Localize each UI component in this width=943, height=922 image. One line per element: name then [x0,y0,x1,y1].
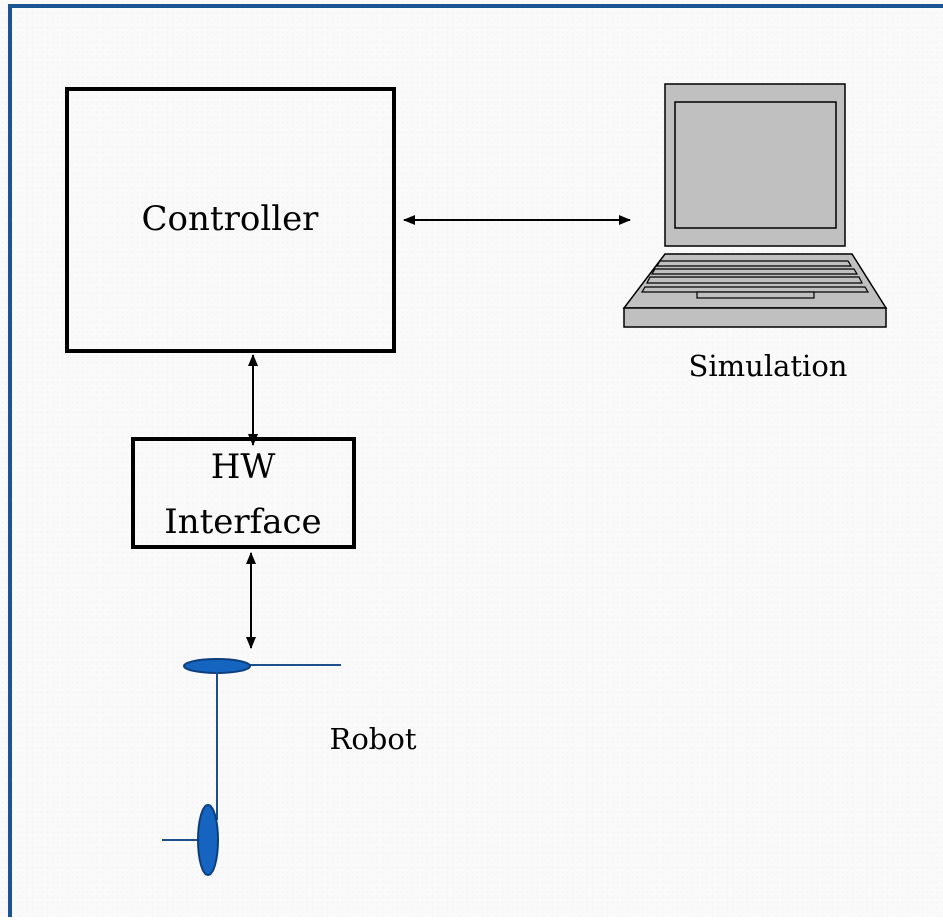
laptop-key-row [640,286,870,293]
robot-top-joint [183,658,251,674]
controller-label: Controller [142,199,320,239]
hw-interface-node: HW Interface [131,437,356,549]
slide-frame [8,4,943,922]
robot-figure: Robot [162,658,417,876]
hw-interface-box [131,437,356,549]
controller-node: Controller [65,87,396,353]
controller-box [65,87,396,353]
simulation-label: Simulation [689,349,848,383]
laptop-screen [674,101,837,229]
laptop-touchpad [696,291,815,299]
hw-interface-label-line2: Interface [164,502,321,542]
robot-bottom-joint [197,804,219,876]
laptop-key-row [650,268,859,275]
laptop-front-edge [623,307,887,328]
laptop-icon: Simulation [622,83,888,383]
laptop-key-row [646,276,863,284]
hw-interface-label-line1: HW [211,447,276,487]
robot-label: Robot [330,722,417,756]
laptop-key-row [655,260,853,267]
